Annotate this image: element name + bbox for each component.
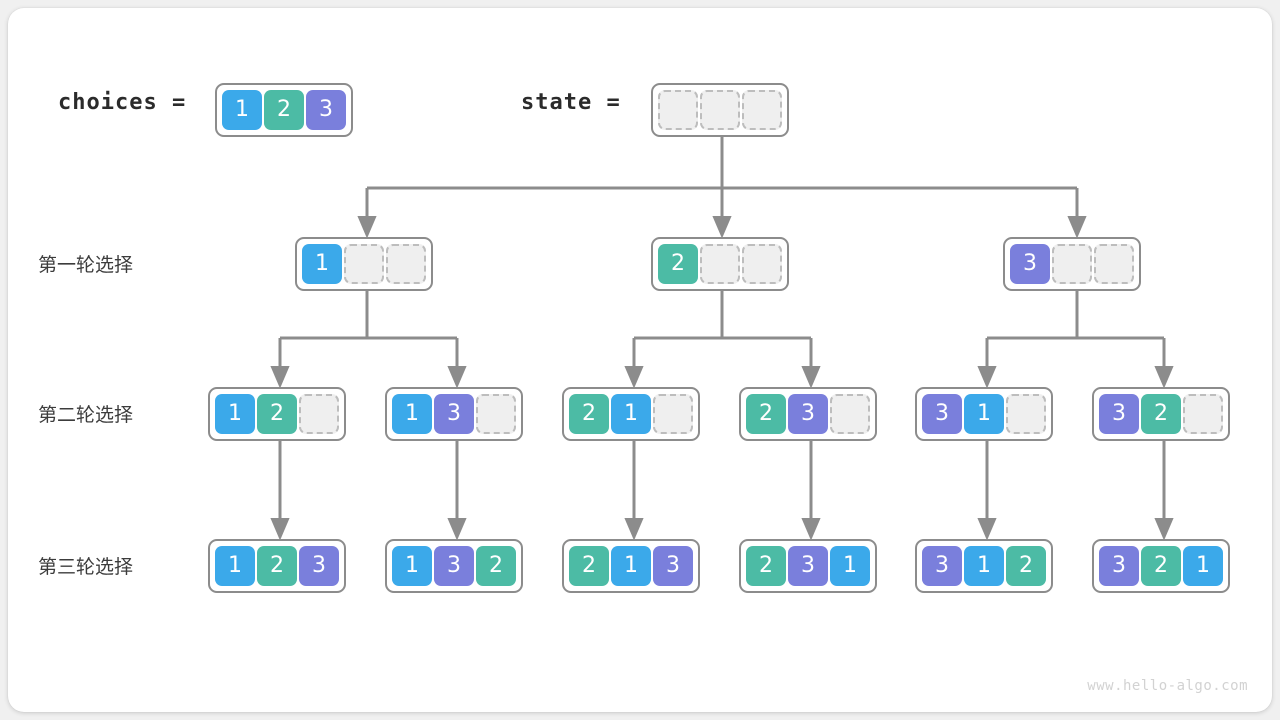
array-cell-value: 3 [922,546,962,586]
array-cell-value: 2 [1006,546,1046,586]
array-cell-value: 2 [746,394,786,434]
state-array [651,83,789,137]
array-cell-empty [653,394,693,434]
array-cell-empty [742,90,782,130]
array-cell-value: 2 [1141,546,1181,586]
array-cell-value: 1 [392,394,432,434]
row-label-round-3: 第三轮选择 [38,557,134,578]
array-cell-value: 1 [611,394,651,434]
array-cell-value: 1 [222,90,262,130]
array-cell-value: 2 [1141,394,1181,434]
array-cell-empty [344,244,384,284]
row-label-round-2: 第二轮选择 [38,405,134,426]
array-cell-value: 1 [1183,546,1223,586]
array-cell-value: 1 [964,546,1004,586]
array-cell-empty [742,244,782,284]
array-cell-value: 2 [569,546,609,586]
array-cell-empty [299,394,339,434]
array-cell-empty [1094,244,1134,284]
array-cell-empty [658,90,698,130]
array-cell-value: 3 [306,90,346,130]
array-cell-value: 3 [788,546,828,586]
array-cell-value: 3 [1010,244,1050,284]
array-cell-value: 3 [434,546,474,586]
array-cell-value: 1 [392,546,432,586]
array-cell-empty [830,394,870,434]
array-cell-empty [476,394,516,434]
array-cell-value: 1 [215,394,255,434]
array-cell-empty [1006,394,1046,434]
state-label: state = [521,90,621,115]
array-cell-value: 3 [1099,394,1139,434]
watermark: www.hello-algo.com [1087,678,1248,694]
array-cell-value: 1 [611,546,651,586]
array-cell-value: 3 [922,394,962,434]
array-cell-empty [1052,244,1092,284]
array-cell-empty [700,90,740,130]
array-cell-value: 3 [299,546,339,586]
array-cell-value: 2 [658,244,698,284]
array-cell-value: 3 [653,546,693,586]
array-cell-value: 1 [964,394,1004,434]
array-cell-value: 2 [746,546,786,586]
array-cell-value: 1 [215,546,255,586]
array-cell-value: 2 [476,546,516,586]
array-cell-empty [700,244,740,284]
array-cell-value: 3 [434,394,474,434]
array-cell-empty [386,244,426,284]
choices-label: choices = [58,90,187,115]
row-label-round-1: 第一轮选择 [38,255,134,276]
array-cell-value: 3 [1099,546,1139,586]
array-cell-value: 1 [830,546,870,586]
array-cell-empty [1183,394,1223,434]
round-1-node-3: 3 [1003,237,1141,291]
round-1-node-2: 2 [651,237,789,291]
array-cell-value: 1 [302,244,342,284]
array-cell-value: 2 [264,90,304,130]
array-cell-value: 3 [788,394,828,434]
round-1-node-1: 1 [295,237,433,291]
array-cell-value: 2 [569,394,609,434]
array-cell-value: 2 [257,394,297,434]
array-cell-value: 2 [257,546,297,586]
